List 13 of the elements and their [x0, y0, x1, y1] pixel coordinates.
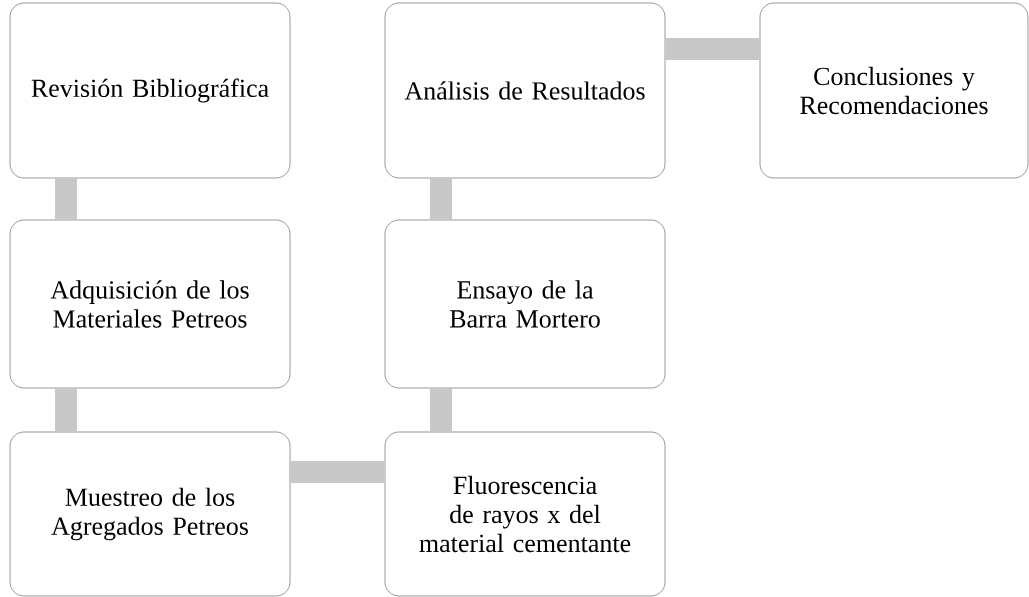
- process-box: Ensayo de la Barra Mortero: [384, 219, 666, 389]
- process-box: Adquisición de los Materiales Petreos: [9, 219, 291, 389]
- connector-bar: [55, 388, 77, 432]
- connector-bar: [665, 38, 760, 60]
- process-box: Revisión Bibliográfica: [9, 2, 291, 179]
- process-box: Muestreo de los Agregados Petreos: [9, 431, 291, 597]
- connector-bar: [430, 388, 452, 432]
- process-box: Análisis de Resultados: [384, 2, 666, 179]
- process-box: Fluorescencia de rayos x del material cementante: [384, 431, 666, 597]
- connector-bar: [430, 178, 452, 220]
- process-box: Conclusiones y Recomendaciones: [759, 2, 1029, 179]
- connector-bar: [55, 178, 77, 220]
- connector-bar: [290, 461, 385, 483]
